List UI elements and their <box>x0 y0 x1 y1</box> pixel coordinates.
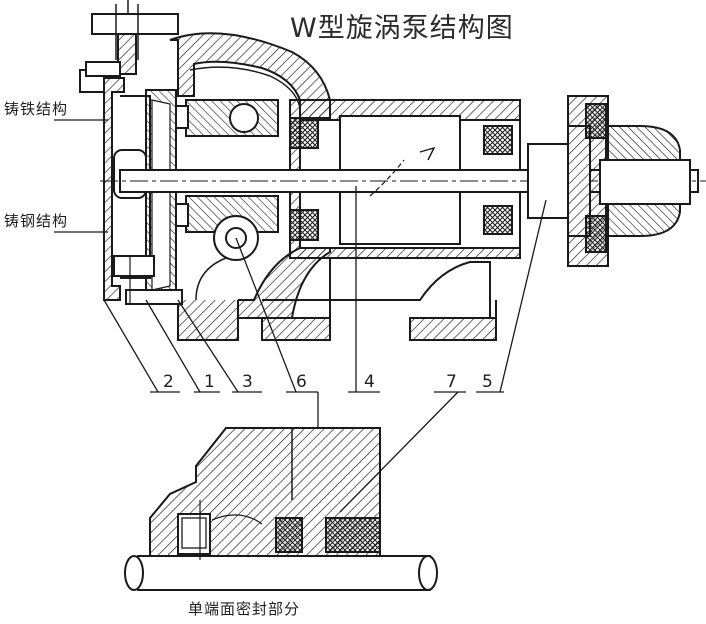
part-number-4: 4 <box>364 372 375 392</box>
flange-bolts <box>85 61 183 305</box>
impeller <box>145 89 177 301</box>
part-number-7: 7 <box>446 372 457 392</box>
part-number-3: 3 <box>242 372 253 392</box>
diagram-title: W型旋涡泵结构图 <box>290 13 514 44</box>
part-number-1: 1 <box>204 372 215 392</box>
pump-base <box>261 258 497 341</box>
part-number-6: 6 <box>296 372 307 392</box>
pump-casing <box>169 32 331 341</box>
part-number-5: 5 <box>482 372 493 392</box>
part-number-2: 2 <box>163 372 174 392</box>
label-cast-steel: 铸钢结构 <box>4 212 69 230</box>
leader-lines <box>54 119 547 513</box>
handwheel <box>91 0 179 75</box>
label-cast-iron: 铸铁结构 <box>4 100 69 118</box>
coupling <box>527 95 691 267</box>
seal-caption: 单端面密封部分 <box>188 600 301 618</box>
seal-detail <box>124 427 438 591</box>
